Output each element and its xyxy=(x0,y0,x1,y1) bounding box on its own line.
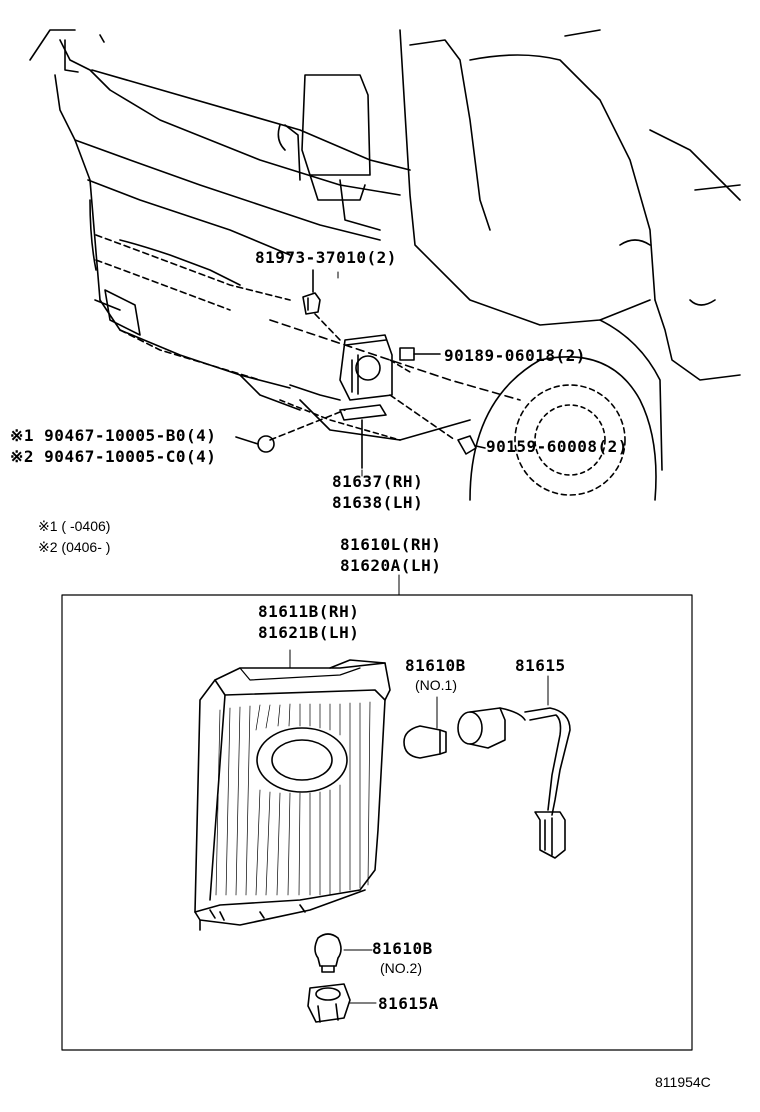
bulb-no1-illustration xyxy=(403,696,447,759)
label-81610l: 81610L(RH) xyxy=(340,535,442,554)
label-81615a: 81615A xyxy=(378,994,439,1013)
label-81615: 81615 xyxy=(515,656,566,675)
label-90467-b0: ※1 90467-10005-B0(4) xyxy=(10,426,217,445)
socket-81615-illustration xyxy=(457,675,571,859)
label-90467-c0: ※2 90467-10005-C0(4) xyxy=(10,447,217,466)
socket-81615a-illustration xyxy=(307,983,377,1023)
label-81638: 81638(LH) xyxy=(332,493,424,512)
label-81610b-no2: 81610B xyxy=(372,939,433,958)
clip-81973-illustration xyxy=(302,269,341,341)
pad-81637-illustration xyxy=(339,404,387,469)
label-81621b: 81621B(LH) xyxy=(258,623,360,642)
screw-90189-illustration xyxy=(389,347,441,373)
note-2: ※2 (0406- ) xyxy=(38,539,111,555)
side-marker-lamp-illustration xyxy=(339,334,393,401)
truck-cab-illustration xyxy=(29,29,741,501)
label-81611b: 81611B(RH) xyxy=(258,602,360,621)
label-81610b-no1: 81610B xyxy=(405,656,466,675)
screw-90159-illustration xyxy=(389,394,486,455)
note-1: ※1 ( -0406) xyxy=(38,518,111,534)
diagram-code: 811954C xyxy=(655,1074,711,1090)
label-81637: 81637(RH) xyxy=(332,472,424,491)
label-90189: 90189-06018(2) xyxy=(444,346,586,365)
clip-90467-illustration xyxy=(235,409,346,453)
label-no2: (NO.2) xyxy=(380,960,422,976)
label-no1: (NO.1) xyxy=(415,677,457,693)
label-81620a: 81620A(LH) xyxy=(340,556,442,575)
assembly-box xyxy=(61,594,693,1051)
label-90159: 90159-60008(2) xyxy=(486,437,628,456)
front-turn-signal-lamp-illustration xyxy=(194,649,391,931)
bulb-no2-illustration xyxy=(314,933,373,973)
label-81973: 81973-37010(2) xyxy=(255,248,397,267)
